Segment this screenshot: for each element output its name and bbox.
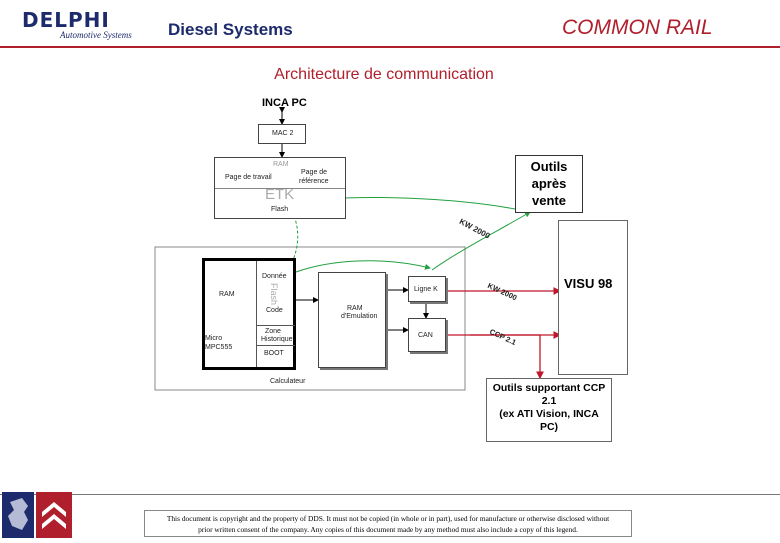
donnee-label: Donnée xyxy=(262,273,287,280)
outils-label-3: vente xyxy=(532,193,566,208)
outils-label-2: après xyxy=(531,176,567,191)
copyright-notice: This document is copyright and the prope… xyxy=(144,510,632,537)
visu98-label: VISU 98 xyxy=(564,276,613,291)
etk-label: ETK xyxy=(265,186,295,203)
page-title: Architecture de communication xyxy=(0,66,780,84)
mac2-box: MAC 2 xyxy=(258,124,306,144)
ccp-tools-line-3: (ex ATI Vision, INCA xyxy=(499,408,599,420)
can-box: CAN xyxy=(408,318,446,352)
lignek-to-outils-link xyxy=(431,211,531,271)
page-reference-label-1: Page de xyxy=(301,169,328,176)
copyright-line-2: prior written consent of the company. An… xyxy=(198,525,578,534)
ccp-tools-box: Outils supportant CCP 2.1 (ex ATI Vision… xyxy=(486,378,612,442)
header-title: Diesel Systems xyxy=(168,20,293,39)
micro-divider-h1 xyxy=(257,325,295,326)
calculateur-frame xyxy=(154,246,466,391)
ligne-k-label: Ligne K xyxy=(414,286,438,293)
inca-pc-label: INCA PC xyxy=(262,97,307,109)
chevrons-icon-svg xyxy=(42,502,66,529)
mac2-label: MAC 2 xyxy=(272,130,294,137)
peugeot-lion-icon xyxy=(2,492,34,538)
delphi-logo: DELPHI Automotive Systems xyxy=(20,8,155,46)
visu98-box: VISU 98 xyxy=(558,220,628,375)
ccp-tools-line-1: Outils supportant CCP xyxy=(492,382,606,394)
header-right-title: COMMON RAIL xyxy=(562,16,713,39)
calculateur-label: Calculateur xyxy=(270,378,306,385)
code-label: Code xyxy=(266,307,283,314)
header-divider xyxy=(0,46,780,48)
flash-side-label: Flash xyxy=(269,283,279,306)
etk-to-data-link xyxy=(285,215,299,273)
ram-emul-label-1: RAM xyxy=(347,305,363,312)
boot-label: BOOT xyxy=(264,350,284,357)
etk-to-outils-link xyxy=(343,197,521,211)
logo-text: DELPHI xyxy=(22,8,110,32)
ram-emul-label-2: d'Emulation xyxy=(341,313,378,320)
code-to-lignek-link xyxy=(295,260,431,273)
micro-divider-h2 xyxy=(257,345,295,346)
page-travail-label: Page de travail xyxy=(225,174,272,181)
etk-divider xyxy=(215,188,345,189)
copyright-line-1: This document is copyright and the prope… xyxy=(166,514,610,523)
flash-top-label: Flash xyxy=(271,206,289,213)
page-reference-label-2: référence xyxy=(299,178,329,185)
page-title-text: Architecture de communication xyxy=(274,66,494,83)
ccp-tools-text: Outils supportant CCP 2.1 (ex ATI Vision… xyxy=(487,382,611,434)
micro-label-1: Micro xyxy=(205,335,223,342)
ram-left-label: RAM xyxy=(219,291,235,298)
ccp-tools-line-2: 2.1 xyxy=(541,395,557,407)
etk-box: RAM Page de travail Page de référence ET… xyxy=(214,157,346,219)
micro-box: RAM Micro MPC555 Donnée Flash Code Zone … xyxy=(202,258,296,370)
citroen-chevrons-icon xyxy=(36,492,72,538)
outils-label-1: Outils xyxy=(530,159,568,174)
ligne-k-box: Ligne K xyxy=(408,276,446,302)
can-ccp-link xyxy=(470,334,544,380)
ccp-tools-line-4: PC) xyxy=(539,421,559,433)
ram-top-label: RAM xyxy=(273,161,289,168)
ram-emulation-box: RAM d'Emulation xyxy=(318,272,386,368)
lion-icon-svg xyxy=(8,498,28,530)
micro-divider-v xyxy=(256,261,257,367)
footer-divider xyxy=(0,494,780,495)
outils-apres-vente-box: Outils après vente xyxy=(515,155,583,213)
logo-subtitle: Automotive Systems xyxy=(60,30,132,40)
zone-label-1: Zone xyxy=(265,328,281,335)
micro-label-2: MPC555 xyxy=(205,344,233,351)
zone-label-2: Historique xyxy=(261,336,293,343)
can-label: CAN xyxy=(418,332,433,339)
